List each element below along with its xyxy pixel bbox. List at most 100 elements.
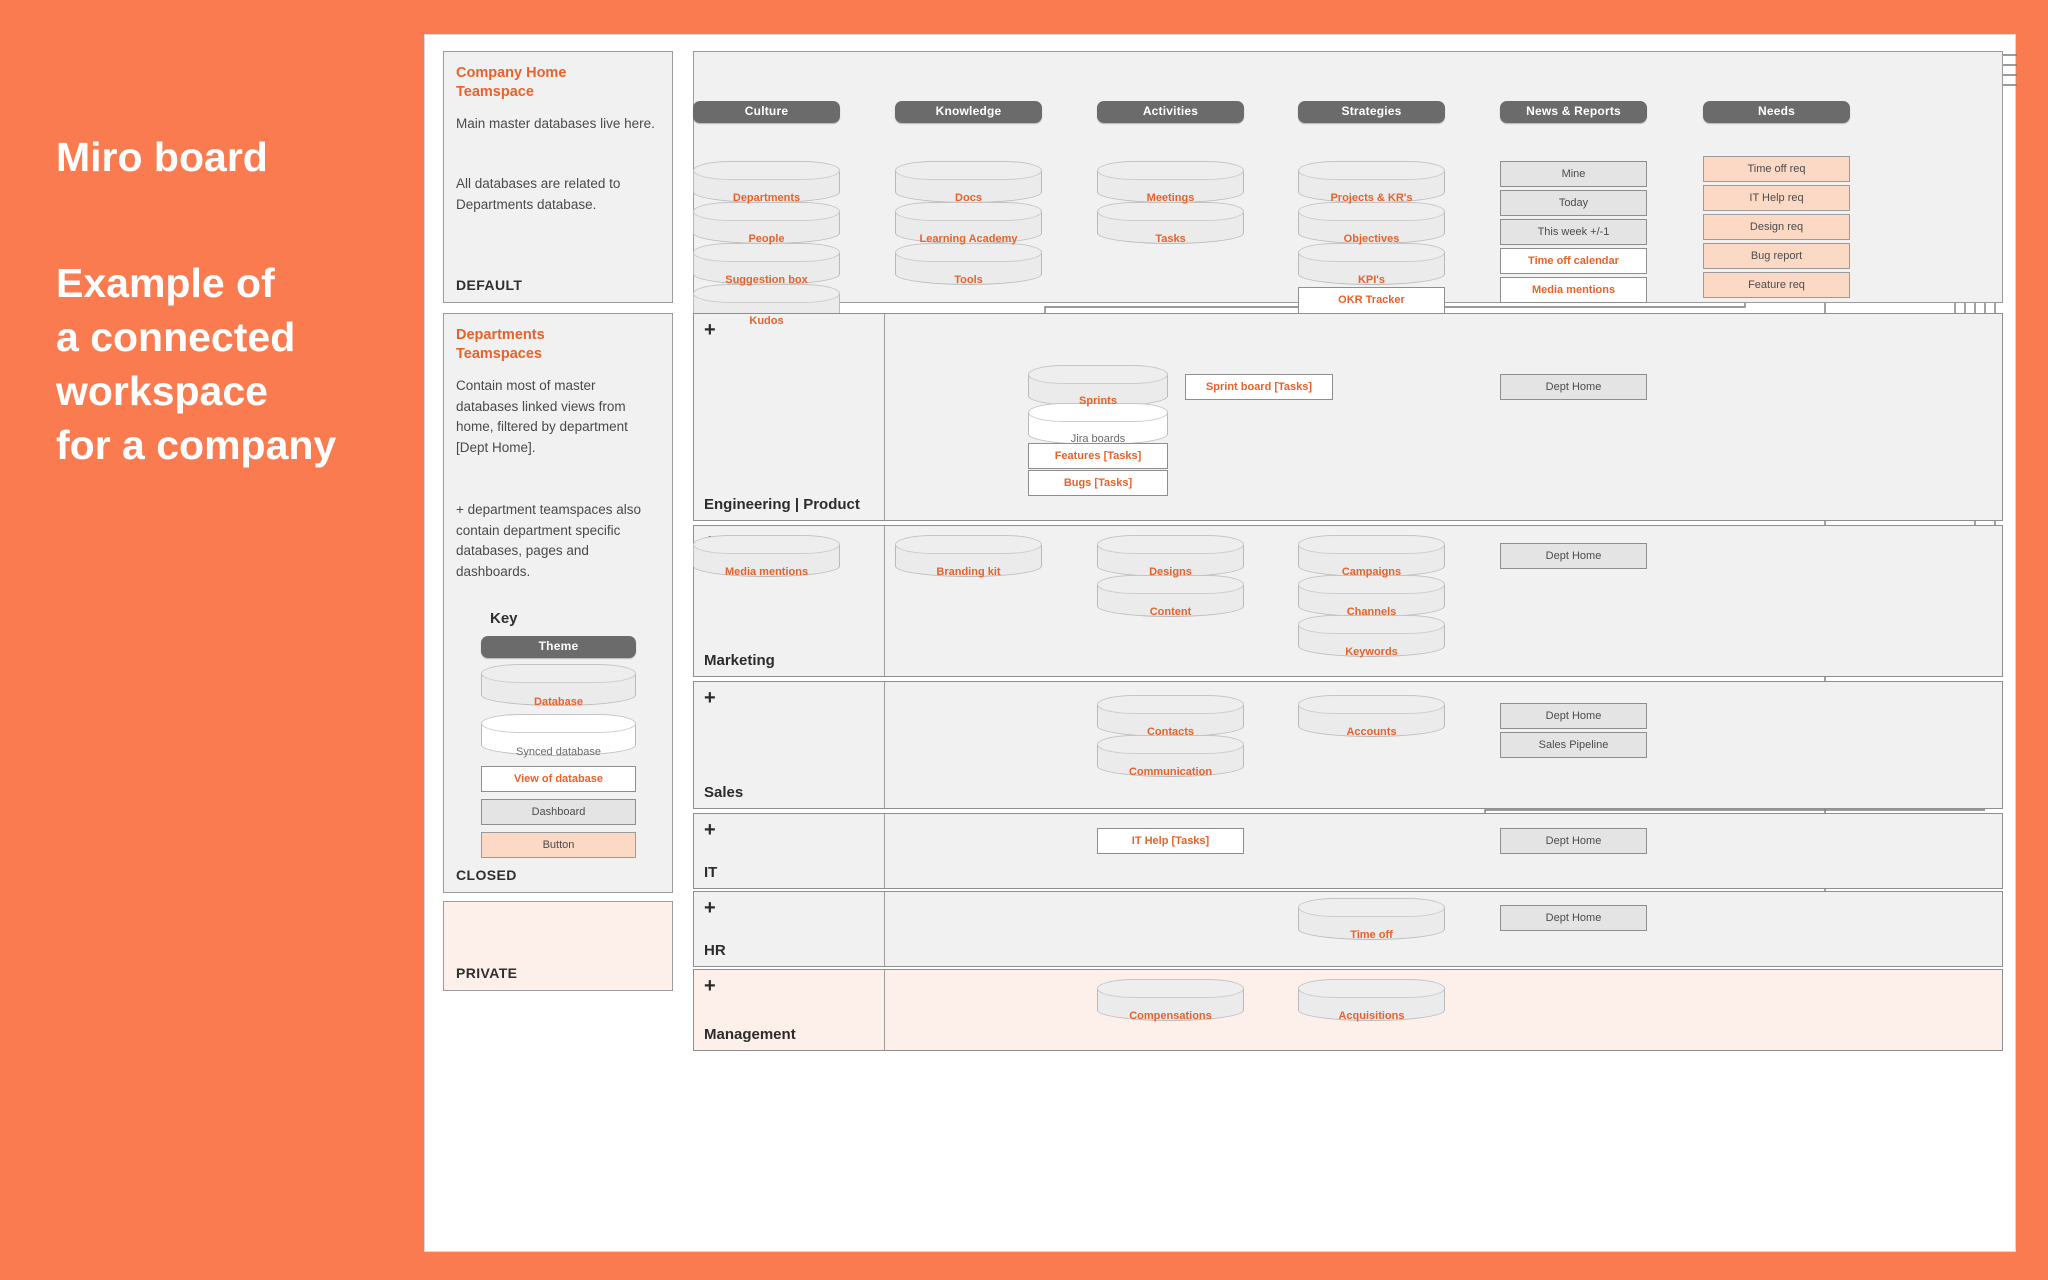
dashboard-this-week[interactable]: This week +/-1 (1500, 219, 1647, 245)
lane-add-icon[interactable]: + (704, 975, 716, 997)
view-media-mentions[interactable]: Media mentions (1500, 277, 1647, 303)
db-learning-academy-label: Learning Academy (919, 232, 1018, 245)
db-contacts[interactable]: Contacts (1097, 695, 1244, 738)
legend-synced-database-cylinder: Synced database (481, 714, 636, 758)
theme-culture[interactable]: Culture (693, 101, 840, 123)
db-suggestion-box[interactable]: Suggestion box (693, 243, 840, 286)
db-branding-kit[interactable]: Branding kit (895, 535, 1042, 578)
db-accounts-label: Accounts (1346, 725, 1397, 738)
view-sprint-board-tasks[interactable]: Sprint board [Tasks] (1185, 374, 1333, 400)
db-designs[interactable]: Designs (1097, 535, 1244, 578)
theme-news-reports[interactable]: News & Reports (1500, 101, 1647, 123)
theme-activities[interactable]: Activities (1097, 101, 1244, 123)
view-features-tasks[interactable]: Features [Tasks] (1028, 443, 1168, 469)
db-content-label: Content (1149, 605, 1192, 618)
lane-divider (884, 682, 885, 808)
view-time-off-calendar[interactable]: Time off calendar (1500, 248, 1647, 274)
button-it-help-req[interactable]: IT Help req (1703, 185, 1850, 211)
db-time-off-label: Time off (1350, 928, 1393, 941)
panel-footer-closed: CLOSED (456, 867, 517, 883)
db-branding-kit-label: Branding kit (936, 565, 1001, 578)
button-feature-req-label: Feature req (1748, 278, 1805, 291)
button-design-req[interactable]: Design req (1703, 214, 1850, 240)
db-communication[interactable]: Communication (1097, 735, 1244, 778)
dashboard-dept-home-sales[interactable]: Dept Home (1500, 703, 1647, 729)
lane-add-icon[interactable]: + (704, 897, 716, 919)
lane-label: Marketing (704, 652, 775, 669)
synced-db-jira-boards[interactable]: Jira boards (1028, 403, 1168, 445)
db-objectives[interactable]: Objectives (1298, 202, 1445, 245)
db-acquisitions[interactable]: Acquisitions (1298, 979, 1445, 1022)
lane-add-icon[interactable]: + (704, 819, 716, 841)
db-suggestion-box-label: Suggestion box (725, 273, 808, 286)
db-sprints[interactable]: Sprints (1028, 365, 1168, 407)
dashboard-dept-home-engineering[interactable]: Dept Home (1500, 374, 1647, 400)
panel-private[interactable]: PRIVATE (443, 901, 673, 991)
legend-synced-label: Synced database (515, 745, 601, 758)
db-media-mentions-marketing[interactable]: Media mentions (693, 535, 840, 578)
lane-it[interactable]: + IT (693, 813, 2003, 889)
theme-knowledge[interactable]: Knowledge (895, 101, 1042, 123)
db-campaigns[interactable]: Campaigns (1298, 535, 1445, 578)
legend-database-cylinder: Database (481, 664, 636, 708)
panel-paragraph-1: Contain most of master databases linked … (456, 378, 628, 455)
headline-line-2: Example of (56, 260, 275, 307)
dashboard-dept-home-it-label: Dept Home (1545, 834, 1602, 847)
db-departments[interactable]: Departments (693, 161, 840, 204)
db-meetings[interactable]: Meetings (1097, 161, 1244, 204)
view-media-mentions-label: Media mentions (1531, 283, 1616, 296)
button-time-off-req[interactable]: Time off req (1703, 156, 1850, 182)
legend-button-box: Button (481, 832, 636, 858)
headline-line-5: for a company (56, 422, 337, 469)
dashboard-dept-home-sales-label: Dept Home (1545, 709, 1602, 722)
db-accounts[interactable]: Accounts (1298, 695, 1445, 738)
button-bug-report[interactable]: Bug report (1703, 243, 1850, 269)
lane-add-icon[interactable]: + (704, 319, 716, 341)
dashboard-sales-pipeline[interactable]: Sales Pipeline (1500, 732, 1647, 758)
db-departments-label: Departments (732, 191, 801, 204)
dashboard-dept-home-it[interactable]: Dept Home (1500, 828, 1647, 854)
button-feature-req[interactable]: Feature req (1703, 272, 1850, 298)
db-channels[interactable]: Channels (1298, 575, 1445, 618)
dashboard-mine[interactable]: Mine (1500, 161, 1647, 187)
dashboard-dept-home-marketing[interactable]: Dept Home (1500, 543, 1647, 569)
db-tools[interactable]: Tools (895, 243, 1042, 286)
db-time-off[interactable]: Time off (1298, 898, 1445, 941)
db-tasks-label: Tasks (1155, 232, 1186, 245)
lane-sales[interactable]: + Sales (693, 681, 2003, 809)
view-okr-tracker-label: OKR Tracker (1338, 294, 1405, 307)
db-learning-academy[interactable]: Learning Academy (895, 202, 1042, 245)
lane-add-icon[interactable]: + (704, 687, 716, 709)
db-objectives-label: Objectives (1343, 232, 1400, 245)
db-docs[interactable]: Docs (895, 161, 1042, 204)
view-okr-tracker[interactable]: OKR Tracker (1298, 287, 1445, 314)
panel-paragraph-2: + department teamspaces also contain dep… (456, 502, 641, 579)
dashboard-dept-home-hr[interactable]: Dept Home (1500, 905, 1647, 931)
lane-engineering-product[interactable]: + Engineering | Product (693, 313, 2003, 521)
dashboard-today[interactable]: Today (1500, 190, 1647, 216)
panel-paragraph-1: Main master databases live here. (456, 116, 655, 131)
db-content[interactable]: Content (1097, 575, 1244, 618)
key-title: Key (490, 610, 518, 627)
legend-database-label: Database (534, 695, 583, 708)
db-kpis[interactable]: KPI's (1298, 243, 1445, 286)
theme-needs-label: Needs (1757, 104, 1796, 119)
lane-divider (884, 814, 885, 888)
db-keywords[interactable]: Keywords (1298, 615, 1445, 658)
button-design-req-label: Design req (1749, 220, 1804, 233)
db-people[interactable]: People (693, 202, 840, 245)
db-tasks[interactable]: Tasks (1097, 202, 1244, 245)
db-projects-krs[interactable]: Projects & KR's (1298, 161, 1445, 204)
db-compensations[interactable]: Compensations (1097, 979, 1244, 1022)
theme-strategies[interactable]: Strategies (1298, 101, 1445, 123)
theme-needs[interactable]: Needs (1703, 101, 1850, 123)
view-it-help-tasks[interactable]: IT Help [Tasks] (1097, 828, 1244, 854)
lane-divider (884, 314, 885, 520)
view-bugs-tasks[interactable]: Bugs [Tasks] (1028, 470, 1168, 496)
theme-knowledge-label: Knowledge (935, 104, 1002, 119)
